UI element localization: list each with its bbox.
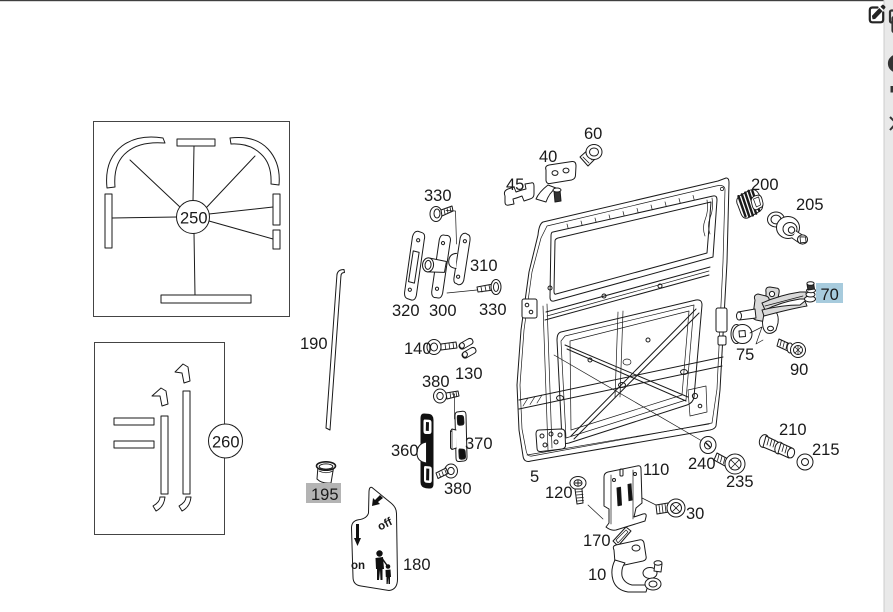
svg-text:205: 205 xyxy=(796,196,824,214)
svg-text:10: 10 xyxy=(588,566,606,584)
svg-text:320: 320 xyxy=(392,302,420,320)
svg-text:180: 180 xyxy=(403,556,431,574)
svg-text:250: 250 xyxy=(180,210,208,228)
svg-text:off: off xyxy=(376,516,395,533)
svg-text:45: 45 xyxy=(506,176,524,194)
svg-text:130: 130 xyxy=(455,365,483,383)
svg-text:200: 200 xyxy=(751,176,779,194)
svg-text:210: 210 xyxy=(779,421,807,439)
svg-text:260: 260 xyxy=(212,434,240,452)
svg-text:380: 380 xyxy=(422,373,450,391)
svg-text:40: 40 xyxy=(539,148,557,166)
svg-text:380: 380 xyxy=(444,480,472,498)
svg-text:140: 140 xyxy=(404,340,432,358)
svg-text:75: 75 xyxy=(736,346,754,364)
svg-text:330: 330 xyxy=(424,187,452,205)
svg-text:360: 360 xyxy=(391,442,419,460)
svg-text:240: 240 xyxy=(688,455,716,473)
svg-text:120: 120 xyxy=(545,484,573,502)
svg-text:310: 310 xyxy=(470,257,498,275)
svg-text:170: 170 xyxy=(583,532,611,550)
svg-text:370: 370 xyxy=(465,435,493,453)
svg-text:5: 5 xyxy=(530,468,539,486)
svg-text:60: 60 xyxy=(584,125,602,143)
svg-text:300: 300 xyxy=(429,302,457,320)
svg-text:235: 235 xyxy=(726,473,754,491)
svg-text:330: 330 xyxy=(479,301,507,319)
svg-text:70: 70 xyxy=(821,286,839,304)
svg-text:on: on xyxy=(351,560,365,572)
svg-text:190: 190 xyxy=(300,335,328,353)
svg-text:195: 195 xyxy=(311,486,339,504)
svg-text:30: 30 xyxy=(686,505,704,523)
svg-text:215: 215 xyxy=(812,441,840,459)
svg-text:110: 110 xyxy=(643,461,669,479)
svg-text:90: 90 xyxy=(790,361,808,379)
